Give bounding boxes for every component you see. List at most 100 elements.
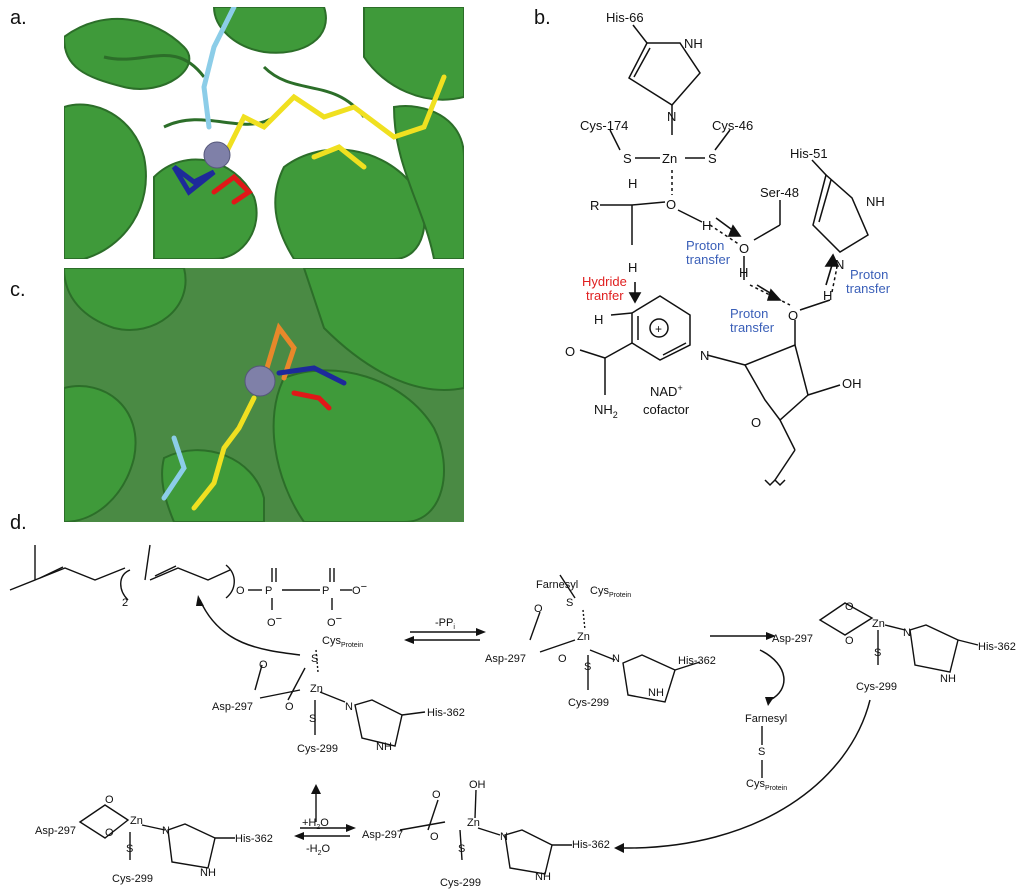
label-hydride-1: Hydride [582, 274, 627, 289]
label-cys-protein-2: CysProtein [590, 585, 631, 599]
label-asp297-2: Asp-297 [485, 653, 526, 665]
label-s-5: S [874, 647, 881, 659]
label-h2: H [628, 260, 637, 275]
label-s-7: S [126, 843, 133, 855]
label-n-1: N [345, 701, 353, 713]
label-nh-top: NH [684, 36, 703, 51]
label-zn: Zn [662, 151, 677, 166]
label-o-ring: O [751, 415, 761, 430]
label-minus-ppi: -PPi [435, 617, 455, 631]
label-h-nad: H [594, 312, 603, 327]
label-repeat-2: 2 [122, 597, 128, 609]
label-oh: OH [842, 376, 862, 391]
label-plus-h2o: +H2O [302, 817, 329, 831]
label-o-7: O [105, 794, 114, 806]
protein-structure-c [64, 268, 464, 522]
label-h1: H [628, 176, 637, 191]
label-o-neg-2: O− [327, 613, 342, 629]
label-h-o: H [702, 218, 711, 233]
label-proton2-a: Proton [730, 306, 768, 321]
label-o-10: O [430, 831, 439, 843]
label-asp297-5: Asp-297 [362, 829, 403, 841]
label-his362-5: His-362 [572, 839, 610, 851]
label-zn-4: Zn [130, 815, 143, 827]
label-o-ribose: O [788, 308, 798, 323]
label-zn-1: Zn [310, 683, 323, 695]
label-cys299-1: Cys-299 [297, 743, 338, 755]
label-s-8: S [458, 843, 465, 855]
label-o-sub: O [666, 197, 676, 212]
label-nh-1: NH [376, 741, 392, 753]
label-o-5: O [845, 601, 854, 613]
label-s-right: S [708, 151, 717, 166]
label-o-3: O [534, 603, 543, 615]
label-cys-protein-1: CysProtein [322, 635, 363, 649]
label-s-4: S [584, 661, 591, 673]
label-his362-1: His-362 [427, 707, 465, 719]
label-cys299-5: Cys-299 [440, 877, 481, 889]
label-o-4: O [558, 653, 567, 665]
label-nh-3: NH [940, 673, 956, 685]
label-cys46: Cys-46 [712, 118, 753, 133]
label-asp297-3: Asp-297 [772, 633, 813, 645]
label-his66: His-66 [606, 10, 644, 25]
label-zn-2: Zn [577, 631, 590, 643]
label-nh-2: NH [648, 687, 664, 699]
label-o-amide: O [565, 344, 575, 359]
label-plus: + [655, 322, 662, 336]
label-proton3-a: Proton [850, 267, 888, 282]
panel-label-a: a. [10, 7, 27, 29]
label-nh-5: NH [535, 871, 551, 883]
label-nh-his51: NH [866, 194, 885, 209]
label-o-ppi: O [236, 585, 245, 597]
label-s-6: S [758, 746, 765, 758]
label-cys299-3: Cys-299 [856, 681, 897, 693]
label-nad: NAD+ [650, 383, 683, 399]
label-proton2-b: transfer [730, 320, 775, 335]
label-n-5: N [500, 831, 508, 843]
label-his51: His-51 [790, 146, 828, 161]
panel-label-c: c. [10, 279, 26, 301]
label-minus-h2o: -H2O [306, 843, 331, 857]
label-s-2: S [309, 713, 316, 725]
label-cys299-4: Cys-299 [112, 873, 153, 885]
label-s-3: S [566, 597, 573, 609]
label-asp297-4: Asp-297 [35, 825, 76, 837]
label-hydride-2: tranfer [586, 288, 624, 303]
label-asp297-1: Asp-297 [212, 701, 253, 713]
label-oh-2: OH [469, 779, 486, 791]
mechanism-diagram-b: His-66 NH N Cys-174 Cys-46 S S Zn His-51… [565, 10, 891, 487]
label-r: R [590, 198, 599, 213]
label-zn-5: Zn [467, 817, 480, 829]
label-his362-3: His-362 [978, 641, 1016, 653]
mechanism-diagram-d: 2 O P P O− O− O− CysProtein S Zn O O Asp… [9, 544, 1016, 889]
label-n-4: N [162, 825, 170, 837]
label-o-6: O [845, 635, 854, 647]
label-proton3-b: transfer [846, 281, 891, 296]
label-o-ser: O [739, 241, 749, 256]
panel-label-d: d. [10, 512, 27, 534]
label-s-left: S [623, 151, 632, 166]
protein-structure-a [64, 7, 464, 259]
label-his362-2: His-362 [678, 655, 716, 667]
label-o-9: O [432, 789, 441, 801]
label-h-ser: H [739, 265, 748, 280]
label-proton1-a: Proton [686, 238, 724, 253]
label-farnesyl-1: Farnesyl [536, 579, 578, 591]
label-p2: P [322, 585, 329, 597]
label-cys299-2: Cys-299 [568, 697, 609, 709]
label-p1: P [265, 585, 272, 597]
label-o-neg-1: O− [267, 613, 282, 629]
label-nh-4: NH [200, 867, 216, 879]
label-cofactor: cofactor [643, 402, 690, 417]
label-n-3: N [903, 627, 911, 639]
label-n-top: N [667, 109, 676, 124]
label-nh2: NH2 [594, 402, 618, 420]
label-zn-3: Zn [872, 618, 885, 630]
label-cys174: Cys-174 [580, 118, 628, 133]
label-h-ribose: H [823, 288, 832, 303]
label-proton1-b: transfer [686, 252, 731, 267]
label-s-1: S [311, 653, 318, 665]
label-o-1: O [259, 659, 268, 671]
